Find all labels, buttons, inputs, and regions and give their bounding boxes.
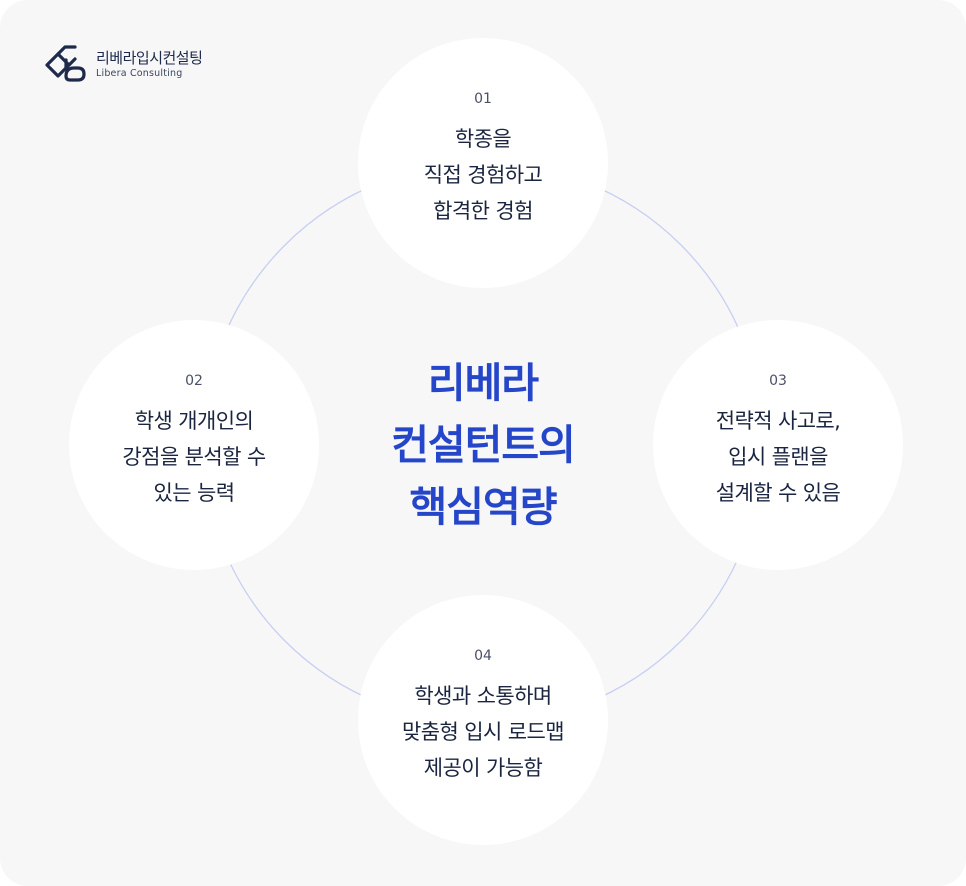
center-title-line-2: 컨설턴트의: [391, 421, 576, 469]
competency-description: 학생 개개인의 강점을 분석할 수 있는 능력: [122, 403, 266, 511]
competency-number: 02: [185, 373, 203, 389]
competency-node-01: 01 학종을 직접 경험하고 합격한 경험: [358, 38, 608, 288]
brand-logo: 리베라입시컨설팅 Libera Consulting: [44, 42, 203, 88]
competency-line: 학생과 소통하며: [414, 684, 552, 708]
competency-line: 강점을 분석할 수: [122, 445, 266, 469]
competency-node-02: 02 학생 개개인의 강점을 분석할 수 있는 능력: [69, 320, 319, 570]
competency-number: 01: [474, 91, 492, 107]
competency-line: 맞춤형 입시 로드맵: [402, 720, 565, 744]
competency-description: 전략적 사고로, 입시 플랜을 설계할 수 있음: [715, 403, 841, 511]
competency-line: 학종을: [454, 127, 512, 151]
center-title-line-3: 핵심역량: [409, 483, 558, 531]
competency-line: 있는 능력: [153, 481, 236, 505]
competency-line: 학생 개개인의: [134, 409, 254, 433]
competency-line: 직접 경험하고: [423, 163, 543, 187]
competency-line: 전략적 사고로,: [715, 409, 841, 433]
competency-number: 04: [474, 648, 492, 664]
competency-line: 제공이 가능함: [423, 756, 543, 780]
competency-line: 설계할 수 있음: [715, 481, 841, 505]
center-title: 리베라 컨설턴트의 핵심역량: [343, 352, 623, 538]
competency-line: 입시 플랜을: [728, 445, 828, 469]
competency-node-03: 03 전략적 사고로, 입시 플랜을 설계할 수 있음: [653, 320, 903, 570]
brand-name-english: Libera Consulting: [96, 68, 183, 80]
competency-node-04: 04 학생과 소통하며 맞춤형 입시 로드맵 제공이 가능함: [358, 595, 608, 845]
brand-name-korean: 리베라입시컨설팅: [96, 49, 203, 68]
competency-description: 학종을 직접 경험하고 합격한 경험: [423, 121, 543, 229]
competency-number: 03: [769, 373, 787, 389]
center-title-line-1: 리베라: [427, 359, 539, 407]
competency-line: 합격한 경험: [433, 199, 533, 223]
libera-monogram-icon: [45, 45, 86, 82]
competency-description: 학생과 소통하며 맞춤형 입시 로드맵 제공이 가능함: [402, 678, 565, 786]
